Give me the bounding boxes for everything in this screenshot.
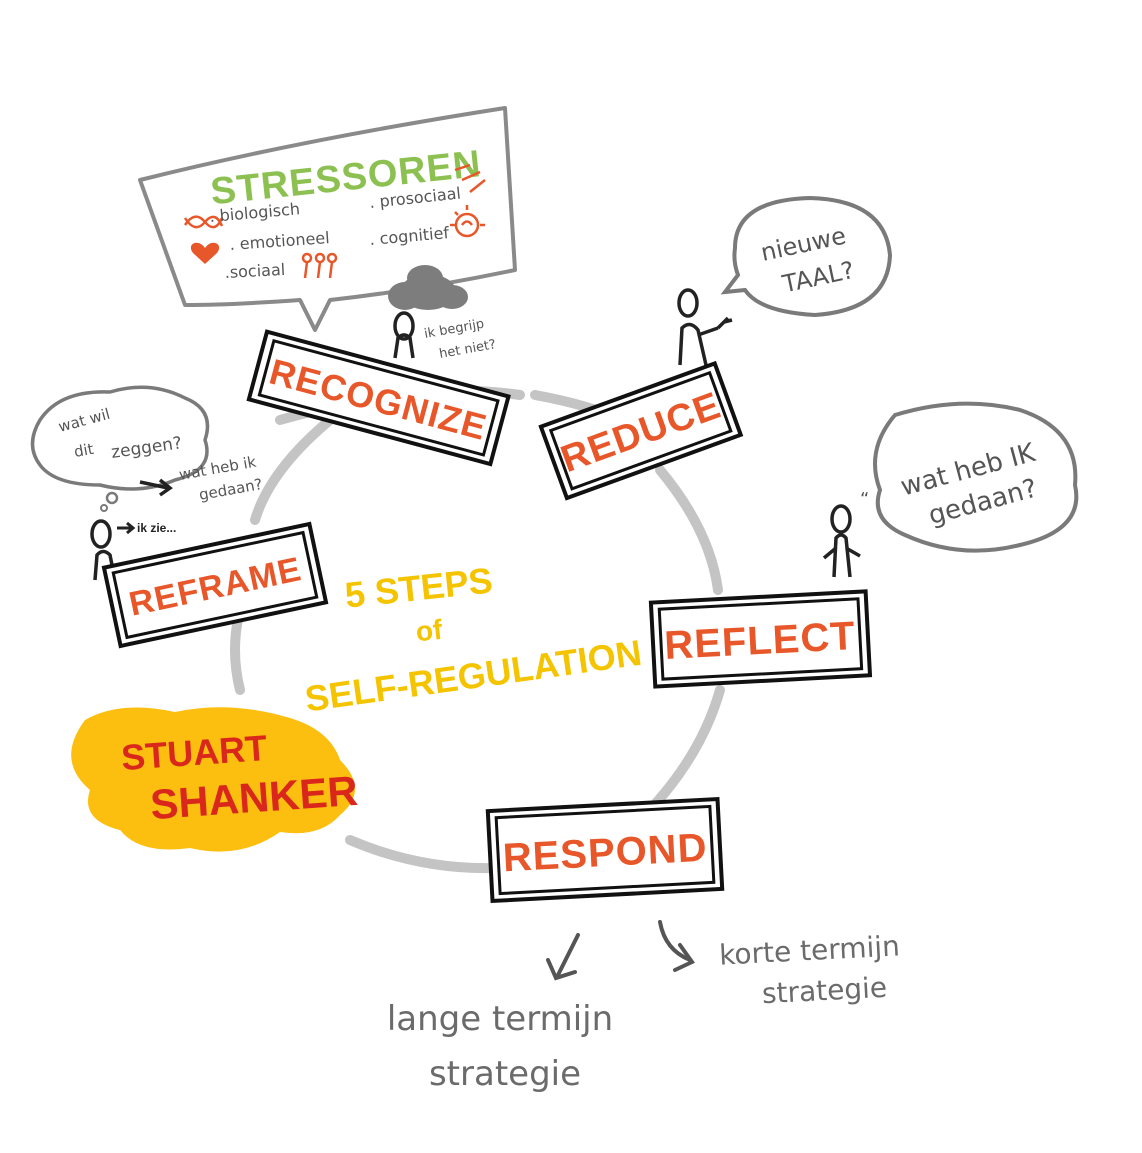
person-icon [90, 519, 117, 581]
arrow-icon [139, 478, 173, 497]
arrow-icon [117, 521, 136, 535]
title-line1: 5 STEPS [343, 559, 495, 615]
stressor-sociaal: .sociaal [224, 260, 285, 282]
short-term-line1: korte termijn [718, 929, 900, 971]
dna-icon [183, 215, 224, 229]
handshake-icon [454, 163, 486, 193]
recognize-note-line2: het niet? [438, 337, 497, 362]
author-badge: STUART SHANKER [71, 707, 359, 852]
reframe-ikzie: ik zie... [137, 521, 176, 535]
brain-icon [450, 205, 485, 238]
recognize-note-line1: ik begrijp [423, 317, 485, 342]
thought-bubble-reframe: wat wil dit zeggen? [30, 385, 210, 512]
speech-bubble-reduce: nieuwe TAAL? [720, 195, 893, 318]
step-reflect: wat heb IK gedaan? “ REFLECT [648, 401, 1079, 689]
reframe-followup-line2: gedaan? [198, 475, 264, 504]
title-line2: of [414, 614, 444, 648]
person-icon [677, 288, 733, 366]
step-respond: RESPOND lange termijn strategie korte te… [387, 796, 901, 1094]
title-line3: SELF-REGULATION [302, 632, 644, 720]
person-icon [393, 311, 415, 359]
reflect-label: REFLECT [663, 614, 856, 668]
author-line1: STUART [120, 727, 269, 778]
thought-bubble-reflect: wat heb IK gedaan? “ [860, 401, 1079, 553]
heart-icon [190, 242, 220, 264]
center-title: 5 STEPS of SELF-REGULATION [302, 559, 644, 719]
step-reframe: wat wil dit zeggen? wat heb ik gedaan? i… [30, 385, 329, 649]
long-term-line1: lange termijn [387, 999, 613, 1039]
step-reduce: nieuwe TAAL? REDUCE [538, 195, 893, 501]
long-term-line2: strategie [429, 1054, 581, 1094]
reframe-thought-line2: dit [73, 440, 96, 461]
person-icon [822, 504, 861, 578]
arrow-icon [546, 933, 580, 981]
short-term-line2: strategie [761, 971, 888, 1011]
cloud-icon [388, 265, 468, 310]
arrow-icon [658, 920, 696, 972]
respond-label: RESPOND [502, 826, 709, 881]
people-icon [301, 252, 338, 279]
quote-mark-icon: “ [860, 489, 869, 510]
